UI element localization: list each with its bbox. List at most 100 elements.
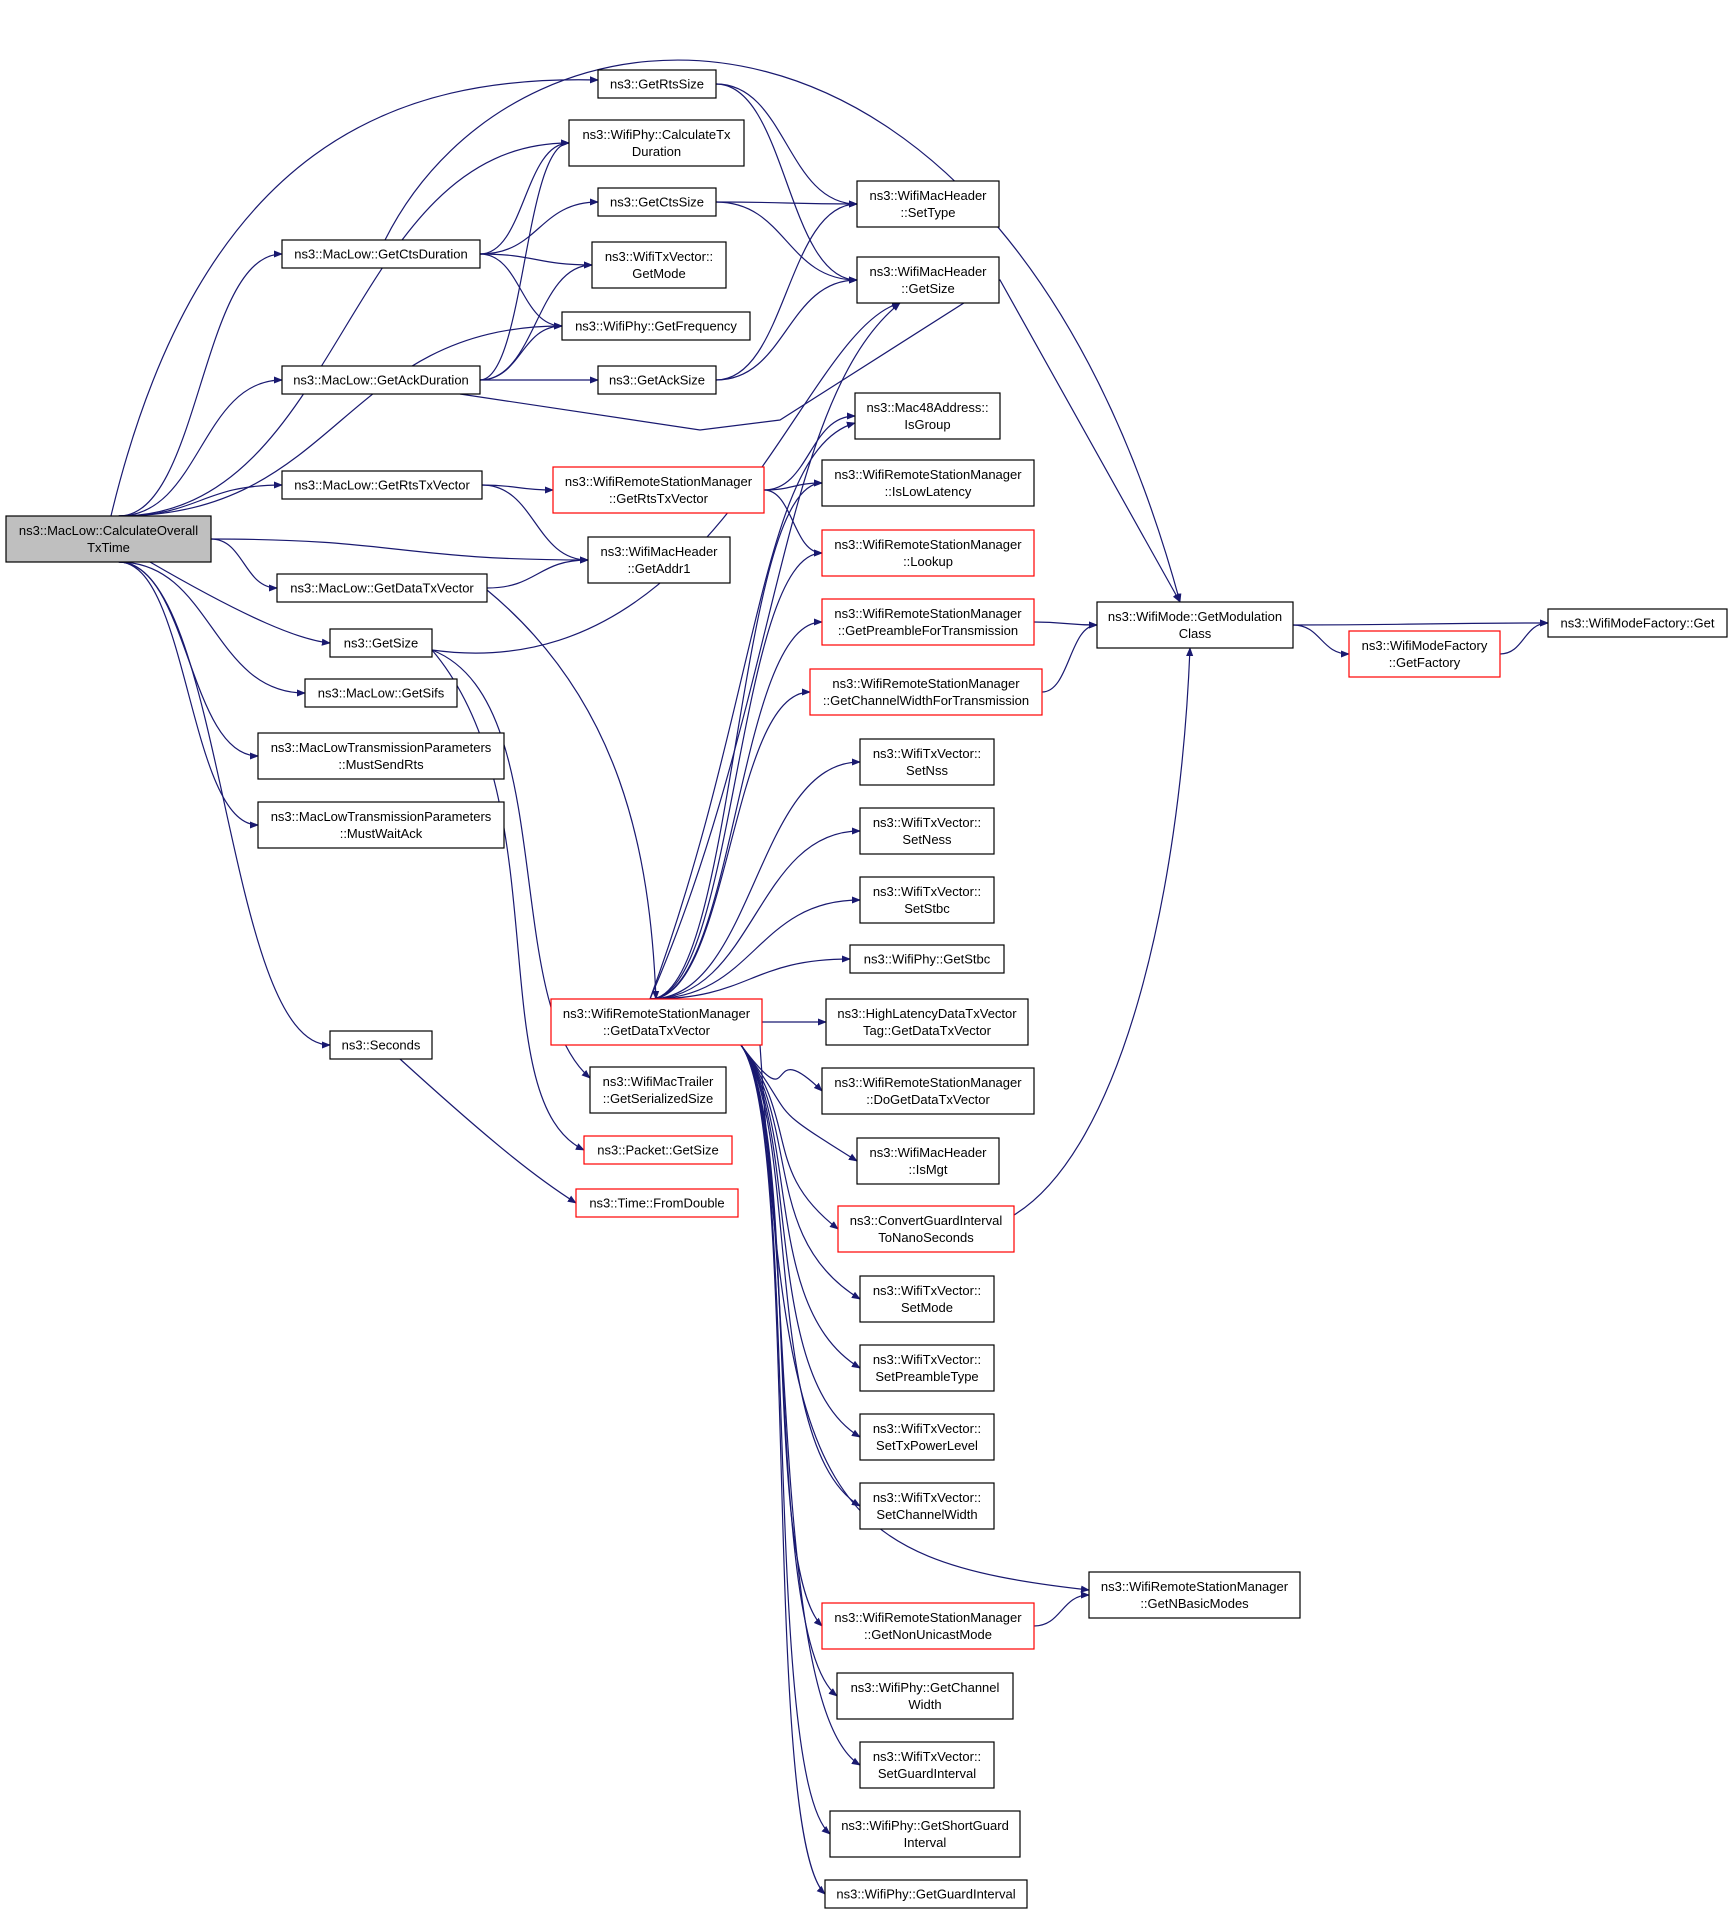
node-box: [1348, 630, 1501, 678]
node-label-line: ns3::WifiTxVector::: [873, 1421, 981, 1436]
node-box: [821, 1067, 1035, 1115]
node-txvGetMode[interactable]: ns3::WifiTxVector::GetMode: [591, 241, 727, 289]
node-label-line: GetMode: [632, 266, 685, 281]
node-mustWaitAck[interactable]: ns3::MacLowTransmissionParameters::MustW…: [257, 801, 505, 849]
node-getRtsTxVectorMac[interactable]: ns3::MacLow::GetRtsTxVector: [281, 470, 483, 500]
node-label-line: ns3::WifiRemoteStationManager: [834, 1075, 1022, 1090]
node-label-line: ns3::WifiRemoteStationManager: [1101, 1579, 1289, 1594]
edge-wrsmGetDataTxVector-to-wrsmGetPreamble: [650, 618, 823, 1000]
node-wrsmGetNonUnicast[interactable]: ns3::WifiRemoteStationManager::GetNonUni…: [821, 1602, 1035, 1650]
node-label-line: ns3::WifiPhy::CalculateTx: [582, 127, 731, 142]
node-wrsmGetRtsTxVector[interactable]: ns3::WifiRemoteStationManager::GetRtsTxV…: [552, 466, 765, 514]
node-box: [821, 459, 1035, 507]
node-txvSetStbc[interactable]: ns3::WifiTxVector::SetStbc: [859, 876, 995, 924]
node-getRtsSize[interactable]: ns3::GetRtsSize: [597, 69, 717, 99]
node-label-line: ns3::WifiMacHeader: [869, 1145, 987, 1160]
node-label-line: ns3::WifiTxVector::: [605, 249, 713, 264]
edge-root-to-getRtsTxVectorMac: [118, 481, 283, 517]
node-phyGetGuard[interactable]: ns3::WifiPhy::GetGuardInterval: [824, 1879, 1028, 1909]
edge-root-to-getAckDuration: [118, 376, 283, 517]
node-box: [859, 1741, 995, 1789]
node-wrsmGetNBasic[interactable]: ns3::WifiRemoteStationManager::GetNBasic…: [1088, 1571, 1301, 1619]
node-box: [859, 1413, 995, 1461]
node-box: [329, 1030, 433, 1060]
node-getFrequency[interactable]: ns3::WifiPhy::GetFrequency: [561, 311, 751, 341]
node-label-line: IsGroup: [904, 417, 950, 432]
node-label-line: ns3::WifiRemoteStationManager: [834, 467, 1022, 482]
node-getSizeNs3[interactable]: ns3::GetSize: [329, 628, 433, 658]
node-timeFromDouble[interactable]: ns3::Time::FromDouble: [575, 1188, 739, 1218]
node-label-line: ::GetFactory: [1389, 655, 1461, 670]
node-box: [281, 470, 483, 500]
node-label-line: ns3::WifiTxVector::: [873, 1490, 981, 1505]
edge-root-to-getFrequency: [118, 322, 563, 517]
node-wrsmLookup[interactable]: ns3::WifiRemoteStationManager::Lookup: [821, 529, 1035, 577]
edge-getAckSize-to-macHdrSetType: [715, 200, 858, 381]
node-txvSetTxPower[interactable]: ns3::WifiTxVector::SetTxPowerLevel: [859, 1413, 995, 1461]
node-label-line: ::Lookup: [903, 554, 953, 569]
node-wrsmIsLowLatency[interactable]: ns3::WifiRemoteStationManager::IsLowLate…: [821, 459, 1035, 507]
node-label-line: ns3::WifiPhy::GetGuardInterval: [836, 1887, 1015, 1902]
node-macHdrIsMgt[interactable]: ns3::WifiMacHeader::IsMgt: [856, 1137, 1000, 1185]
node-box: [257, 801, 505, 849]
node-getCtsSize[interactable]: ns3::GetCtsSize: [597, 187, 717, 217]
node-box: [281, 239, 481, 269]
node-wrsmGetPreamble[interactable]: ns3::WifiRemoteStationManager::GetPreamb…: [821, 598, 1035, 646]
edge-wrsmGetNonUnicast-to-wrsmGetNBasic: [1033, 1591, 1090, 1627]
node-wrsmDoGetDataTxVector[interactable]: ns3::WifiRemoteStationManager::DoGetData…: [821, 1067, 1035, 1115]
node-macHdrGetSize[interactable]: ns3::WifiMacHeader::GetSize: [856, 256, 1000, 304]
node-txvSetPreamble[interactable]: ns3::WifiTxVector::SetPreambleType: [859, 1344, 995, 1392]
node-txvSetMode[interactable]: ns3::WifiTxVector::SetMode: [859, 1275, 995, 1323]
node-txvSetChannelWidth[interactable]: ns3::WifiTxVector::SetChannelWidth: [859, 1482, 995, 1530]
node-macHdrGetAddr1[interactable]: ns3::WifiMacHeader::GetAddr1: [587, 536, 731, 584]
node-txvSetGuard[interactable]: ns3::WifiTxVector::SetGuardInterval: [859, 1741, 995, 1789]
node-label-line: ns3::WifiTxVector::: [873, 1749, 981, 1764]
node-phyGetStbc[interactable]: ns3::WifiPhy::GetStbc: [849, 944, 1005, 974]
edge-getDataTxVectorMac-to-wrsmGetDataTxVector: [486, 589, 660, 1000]
node-label-line: ::GetDataTxVector: [603, 1023, 711, 1038]
node-hlGetDataTxVector[interactable]: ns3::HighLatencyDataTxVectorTag::GetData…: [825, 998, 1029, 1046]
edge-root-to-calcTxDur: [118, 139, 570, 517]
edge-wrsmGetDataTxVector-to-mac48IsGroup: [649, 421, 856, 1000]
node-getAckDuration[interactable]: ns3::MacLow::GetAckDuration: [281, 365, 481, 395]
node-box: [829, 1810, 1021, 1858]
node-seconds[interactable]: ns3::Seconds: [329, 1030, 433, 1060]
node-txvSetNss[interactable]: ns3::WifiTxVector::SetNss: [859, 738, 995, 786]
node-label-line: ns3::WifiRemoteStationManager: [834, 537, 1022, 552]
node-phyGetChannelWidth[interactable]: ns3::WifiPhy::GetChannelWidth: [836, 1672, 1014, 1720]
node-box: [821, 529, 1035, 577]
node-label-line: ::GetNBasicModes: [1140, 1596, 1249, 1611]
node-mac48IsGroup[interactable]: ns3::Mac48Address::IsGroup: [854, 392, 1001, 440]
node-wmfGetFactory[interactable]: ns3::WifiModeFactory::GetFactory: [1348, 630, 1501, 678]
node-trailerSerSize[interactable]: ns3::WifiMacTrailer::GetSerializedSize: [589, 1066, 727, 1114]
node-label-line: ns3::ConvertGuardInterval: [850, 1213, 1003, 1228]
node-mustSendRts[interactable]: ns3::MacLowTransmissionParameters::MustS…: [257, 732, 505, 780]
node-getSifs[interactable]: ns3::MacLow::GetSifs: [304, 678, 458, 708]
node-getCtsDuration[interactable]: ns3::MacLow::GetCtsDuration: [281, 239, 481, 269]
node-wrsmGetChannelWidth[interactable]: ns3::WifiRemoteStationManager::GetChanne…: [809, 668, 1043, 716]
node-txvSetNess[interactable]: ns3::WifiTxVector::SetNess: [859, 807, 995, 855]
node-packetGetSize[interactable]: ns3::Packet::GetSize: [583, 1135, 733, 1165]
node-label-line: ns3::Time::FromDouble: [589, 1196, 724, 1211]
node-macHdrSetType[interactable]: ns3::WifiMacHeader::SetType: [856, 180, 1000, 228]
node-label-line: ns3::WifiTxVector::: [873, 1283, 981, 1298]
node-label-line: SetNss: [906, 763, 948, 778]
node-box: [859, 738, 995, 786]
node-wrsmGetDataTxVector[interactable]: ns3::WifiRemoteStationManager::GetDataTx…: [550, 998, 763, 1046]
node-label-line: ns3::HighLatencyDataTxVector: [837, 1006, 1017, 1021]
node-box: [849, 944, 1005, 974]
node-box: [821, 1602, 1035, 1650]
node-getDataTxVectorMac[interactable]: ns3::MacLow::GetDataTxVector: [276, 573, 488, 603]
edge-getAckDuration-to-calcTxDur: [479, 139, 570, 381]
node-wmfGet[interactable]: ns3::WifiModeFactory::Get: [1547, 608, 1728, 638]
node-box: [583, 1135, 733, 1165]
node-label-line: ns3::MacLowTransmissionParameters: [271, 740, 492, 755]
node-label-line: ns3::GetRtsSize: [610, 77, 704, 92]
node-getAckSize[interactable]: ns3::GetAckSize: [597, 365, 717, 395]
node-label-line: ns3::WifiPhy::GetChannel: [851, 1680, 1000, 1695]
